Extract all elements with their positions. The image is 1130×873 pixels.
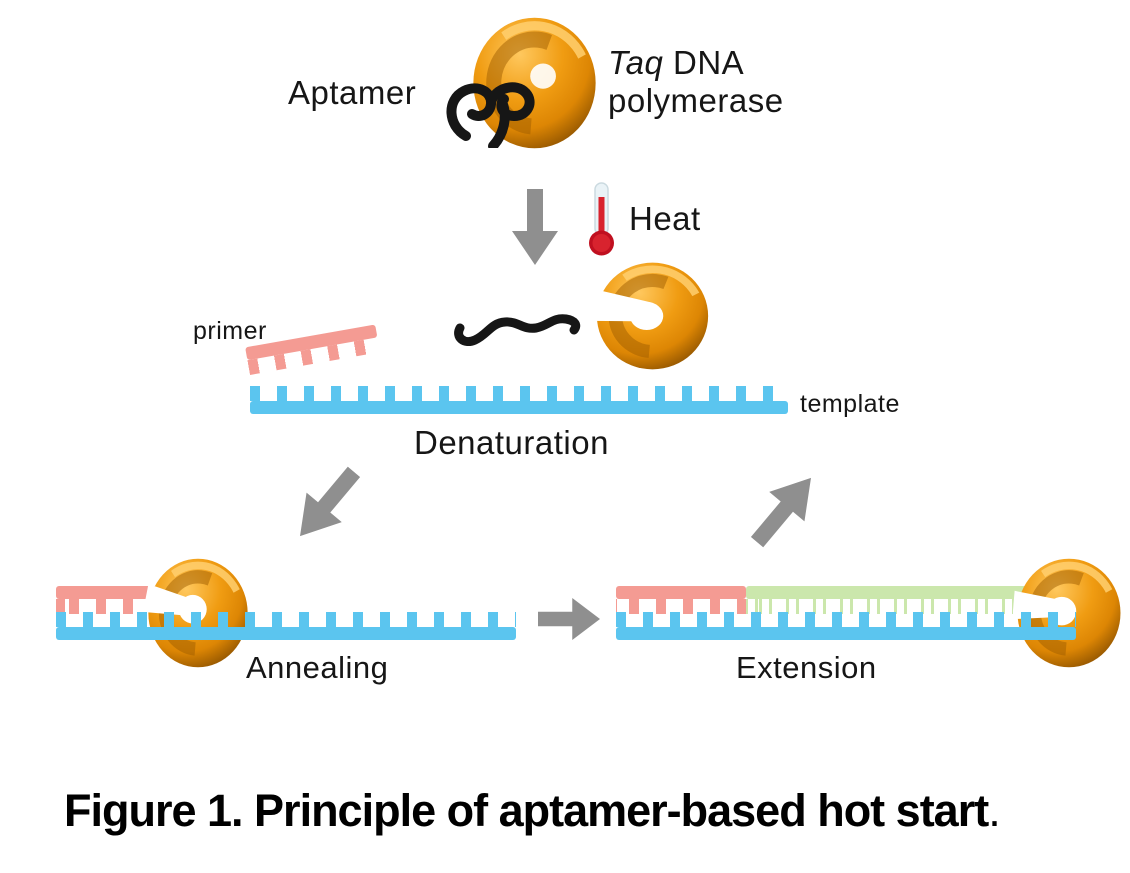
extension-template-strand bbox=[616, 612, 1076, 640]
extension-primer-strand bbox=[616, 586, 746, 614]
extension-template-teeth bbox=[616, 612, 1076, 627]
extension-new-strand-spine bbox=[746, 586, 1030, 599]
free-polymerase-donut-icon bbox=[592, 258, 713, 374]
aptamer-knot-icon bbox=[440, 56, 540, 148]
released-aptamer-icon bbox=[452, 296, 588, 348]
arrow-to-annealing-icon bbox=[282, 457, 372, 551]
template-teeth bbox=[250, 386, 788, 401]
figure-caption-bold: Figure 1. Principle of aptamer-based hot… bbox=[64, 785, 989, 836]
primer-label: primer bbox=[193, 317, 267, 345]
extension-primer-spine bbox=[616, 586, 746, 599]
thermometer-icon bbox=[584, 181, 618, 257]
dna-text: DNA bbox=[663, 44, 745, 81]
template-strand bbox=[250, 386, 788, 414]
polymerase-text: polymerase bbox=[608, 81, 784, 119]
heat-label: Heat bbox=[629, 200, 701, 237]
figure-caption: Figure 1. Principle of aptamer-based hot… bbox=[64, 785, 1001, 837]
extension-label: Extension bbox=[736, 650, 877, 685]
arrow-to-denaturation-icon bbox=[739, 463, 829, 557]
extension-new-strand bbox=[746, 586, 1030, 614]
taq-italic-text: Taq bbox=[608, 44, 664, 81]
template-label: template bbox=[800, 390, 900, 418]
aptamer-label: Aptamer bbox=[288, 74, 417, 111]
annealing-template-spine bbox=[56, 627, 516, 640]
annealing-label: Annealing bbox=[246, 650, 389, 685]
figure-caption-period: . bbox=[988, 785, 1000, 836]
taq-polymerase-donut-icon bbox=[468, 12, 601, 154]
annealing-template-strand bbox=[56, 612, 516, 640]
arrow-annealing-to-extension-icon bbox=[538, 598, 600, 640]
heat-down-arrow-icon bbox=[512, 189, 558, 265]
annealing-template-teeth bbox=[56, 612, 516, 627]
taq-dna-polymerase-label: Taq DNA polymerase bbox=[608, 44, 784, 120]
denaturation-label: Denaturation bbox=[414, 424, 609, 461]
extension-template-spine bbox=[616, 627, 1076, 640]
extension-new-strand-teeth bbox=[746, 599, 1030, 614]
extension-primer-teeth bbox=[616, 599, 746, 614]
template-spine bbox=[250, 401, 788, 414]
